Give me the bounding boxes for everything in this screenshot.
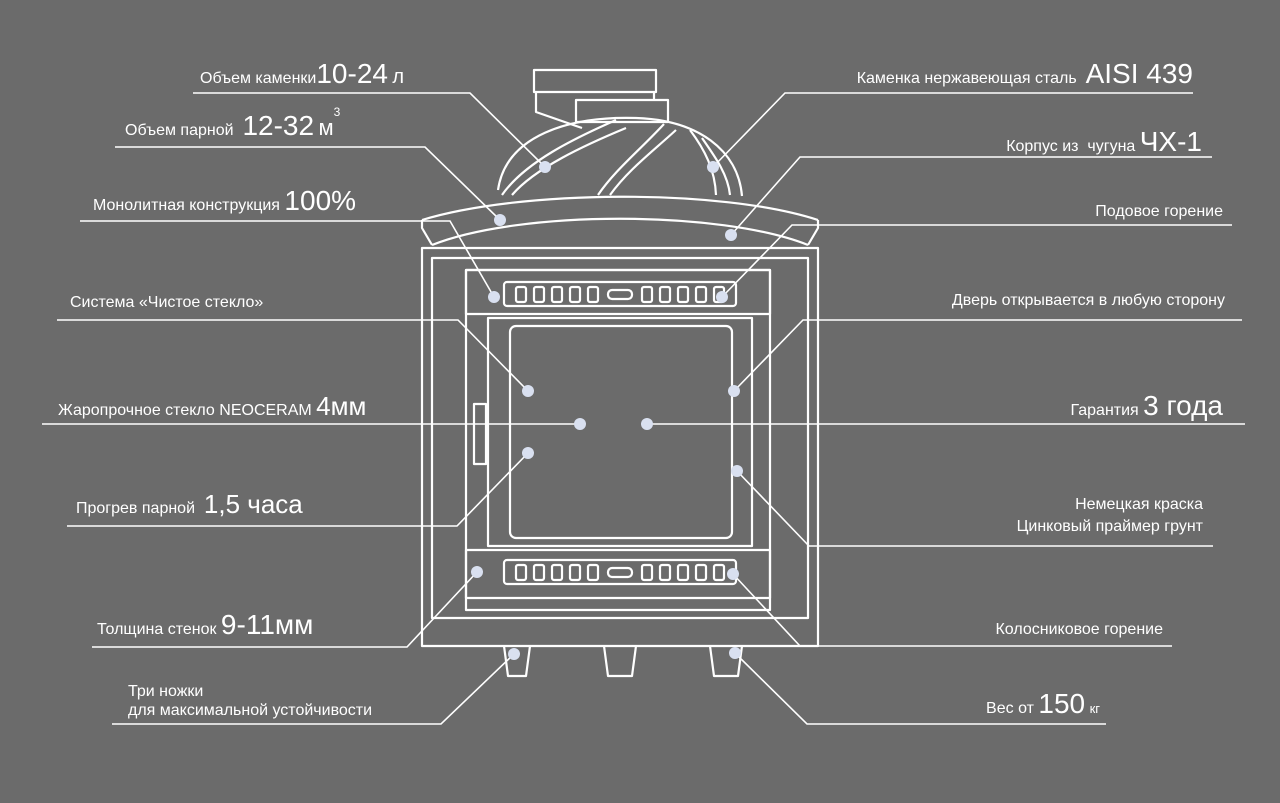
label-stone-volume: Объем каменки10-24 л (200, 58, 404, 90)
label-heat-glass: Жаропрочное стекло NEOCERAM 4мм (58, 391, 367, 422)
bottom-burn-text: Подовое горение (1095, 203, 1223, 220)
label-clean-glass: Система «Чистое стекло» (70, 294, 263, 312)
leader-lines (42, 92, 1245, 725)
grate-burn-text: Колосниковое горение (995, 621, 1163, 638)
label-monolith: Монолитная конструкция 100% (93, 185, 356, 217)
weight-text: Вес от (986, 700, 1034, 717)
label-bottom-burn: Подовое горение (1095, 203, 1223, 221)
stone-volume-text: Объем каменки (200, 70, 317, 87)
label-three-legs: Три ножки для максимальной устойчивости (128, 682, 372, 720)
heat-glass-brand: NEOCERAM (219, 402, 312, 419)
clean-glass-text: Система «Чистое стекло» (70, 294, 264, 311)
top-vent (502, 280, 738, 308)
monolith-text: Монолитная конструкция (93, 197, 280, 214)
stove-legs (502, 645, 744, 678)
bottom-vent (502, 558, 738, 586)
label-door-opens: Дверь открывается в любую сторону (952, 292, 1225, 310)
stainless-value: AISI 439 (1085, 58, 1193, 89)
stone-volume-value: 10-24 (316, 58, 388, 89)
cast-iron-text: Корпус из чугуна (1006, 138, 1136, 155)
paint-line2: Цинковый праймер грунт (1016, 518, 1203, 535)
top-cap (420, 195, 820, 247)
steam-room-exponent: 3 (333, 105, 341, 119)
label-weight: Вес от 150 кг (986, 688, 1100, 720)
steam-room-text: Объем парной (125, 122, 234, 139)
door-opens-text: Дверь открывается в любую сторону (951, 292, 1225, 309)
warranty-text: Гарантия (1070, 402, 1139, 419)
weight-unit: кг (1089, 701, 1100, 716)
wall-thickness-text: Толщина стенок (97, 621, 217, 638)
steam-room-value: 12-32 (242, 110, 315, 141)
stone-volume-unit: л (392, 66, 405, 88)
paint-line1: Немецкая краска (1075, 496, 1203, 513)
warranty-value: 3 года (1143, 390, 1223, 421)
label-cast-iron: Корпус из чугуна ЧХ-1 (1006, 126, 1202, 158)
label-grate-burn: Колосниковое горение (995, 621, 1163, 639)
heater-dome (496, 116, 744, 197)
warmup-value: 1,5 часа (203, 489, 303, 519)
three-legs-line2: для максимальной устойчивости (128, 702, 373, 719)
monolith-value: 100% (284, 185, 357, 216)
heat-glass-value: 4мм (316, 391, 367, 421)
cast-iron-value: ЧХ-1 (1139, 126, 1202, 157)
callout-dots (471, 161, 743, 660)
stove-body (420, 246, 820, 648)
stainless-text: Каменка нержавеющая сталь (856, 70, 1077, 87)
label-wall-thickness: Толщина стенок 9-11мм (97, 609, 313, 641)
steam-room-unit: м (318, 115, 334, 140)
label-steam-room-volume: Объем парной 12-32 м3 (125, 105, 340, 142)
label-paint: Немецкая краска Цинковый праймер грунт (1017, 494, 1203, 538)
label-warmup: Прогрев парной 1,5 часа (76, 489, 303, 520)
warmup-text: Прогрев парной (76, 500, 196, 517)
label-warranty: Гарантия 3 года (1070, 390, 1223, 422)
three-legs-line1: Три ножки (128, 683, 204, 700)
label-stainless: Каменка нержавеющая сталь AISI 439 (857, 58, 1193, 90)
heat-glass-text: Жаропрочное стекло (58, 402, 215, 419)
wall-thickness-value: 9-11мм (220, 609, 314, 640)
weight-value: 150 (1038, 688, 1086, 719)
